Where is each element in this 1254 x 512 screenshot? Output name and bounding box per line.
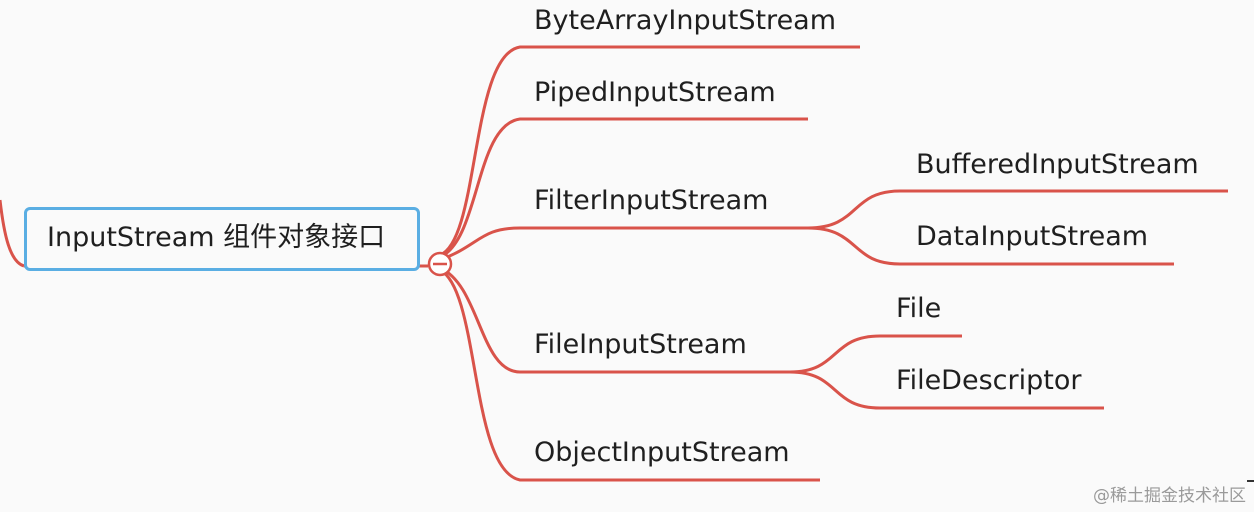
node-objectinputstream[interactable]: ObjectInputStream: [534, 437, 790, 468]
root-node[interactable]: [24, 207, 420, 271]
node-filedescriptor[interactable]: FileDescriptor: [896, 365, 1082, 396]
branch-buffered: [807, 189, 1228, 230]
branch-object: [439, 268, 820, 482]
node-fileinputstream[interactable]: FileInputStream: [534, 329, 747, 360]
branch-file: [439, 266, 790, 374]
collapse-toggle[interactable]: [427, 251, 453, 277]
node-file[interactable]: File: [896, 293, 942, 324]
branch-filter: [439, 226, 808, 262]
root-node-label: InputStream 组件对象接口: [47, 222, 386, 253]
branch-bytearray: [439, 45, 860, 257]
watermark: @稀土掘金技术社区: [1093, 486, 1246, 506]
node-bytearrayinputstream[interactable]: ByteArrayInputStream: [534, 5, 837, 36]
branch-piped: [439, 117, 808, 259]
node-datainputstream[interactable]: DataInputStream: [916, 221, 1149, 252]
parent-branch: [0, 199, 25, 268]
node-bufferedinputstream[interactable]: BufferedInputStream: [916, 149, 1199, 180]
branch-data: [807, 226, 1174, 266]
node-filterinputstream[interactable]: FilterInputStream: [534, 185, 769, 216]
branch-file-leaf: [789, 334, 962, 374]
node-pipedinputstream[interactable]: PipedInputStream: [534, 77, 776, 108]
branch-filedescriptor: [789, 370, 1104, 410]
